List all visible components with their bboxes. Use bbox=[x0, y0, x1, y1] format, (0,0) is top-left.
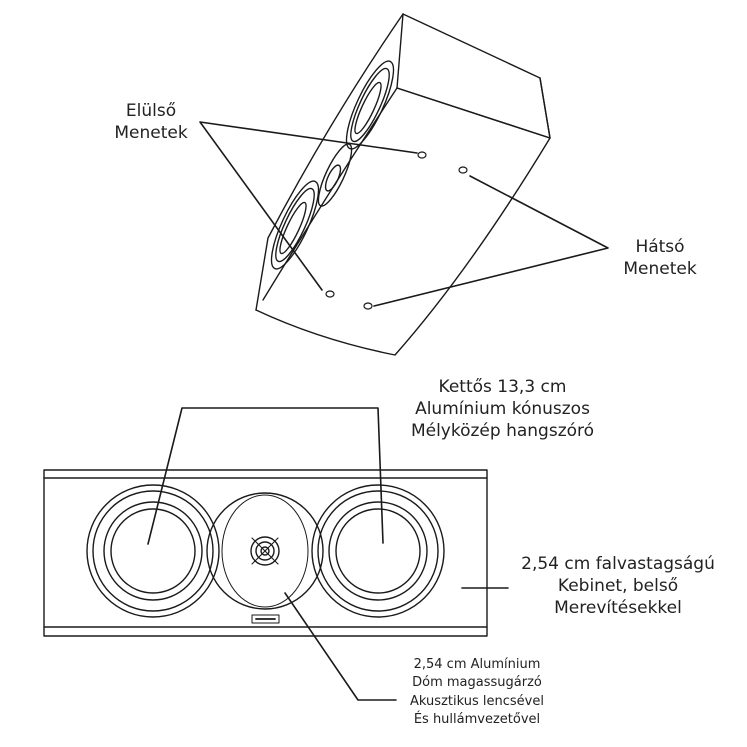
label-cabinet-line1: 2,54 cm falvastagságú bbox=[521, 554, 715, 574]
label-cabinet-line2: Kebinet, belső bbox=[557, 576, 679, 597]
cabinet-bottom-face bbox=[255, 87, 551, 356]
label-front-threads-line2: Menetek bbox=[114, 123, 188, 144]
front-thread-lower-insert bbox=[325, 290, 335, 298]
label-front-threads: Elülső Menetek bbox=[105, 100, 197, 144]
tweeter-leader bbox=[284, 592, 397, 701]
label-woofers-line3: Mélyközép hangszóró bbox=[410, 421, 595, 442]
label-front-threads-line1: Elülső bbox=[125, 101, 177, 121]
label-cabinet-line3: Merevítésekkel bbox=[554, 598, 682, 619]
label-tweeter-line3: Akusztikus lencsével bbox=[410, 693, 544, 709]
front-thread-upper-insert bbox=[417, 151, 427, 159]
label-rear-threads: Hátsó Menetek bbox=[610, 236, 710, 280]
rear-thread-lower-insert bbox=[363, 302, 373, 310]
label-woofers-line1: Kettős 13,3 cm bbox=[438, 377, 567, 397]
rear-thread-upper-insert bbox=[458, 166, 468, 174]
speaker-perspective-view bbox=[255, 13, 551, 356]
brand-badge bbox=[251, 614, 280, 624]
label-rear-threads-line1: Hátsó bbox=[635, 237, 685, 257]
tweeter-front bbox=[206, 492, 324, 610]
cabinet-front-face bbox=[255, 13, 404, 311]
front-threads-leader bbox=[199, 121, 418, 291]
speaker-front-view bbox=[43, 469, 488, 637]
callout-lines-bottom bbox=[147, 407, 509, 701]
label-tweeter-line2: Dóm magassugárzó bbox=[412, 675, 542, 691]
cabinet-front-outline bbox=[43, 469, 488, 637]
label-tweeter-line4: És hullámvezetővel bbox=[413, 712, 541, 728]
callout-lines-top bbox=[199, 121, 609, 307]
label-rear-threads-line2: Menetek bbox=[623, 259, 697, 280]
rear-threads-leader bbox=[373, 175, 609, 307]
woofer-right bbox=[311, 484, 445, 618]
woofer-upper-perspective bbox=[345, 60, 395, 150]
cabinet-top-face bbox=[396, 13, 551, 139]
woofers-leader bbox=[147, 407, 384, 545]
woofer-left bbox=[86, 484, 220, 618]
label-tweeter: 2,54 cm Alumínium Dóm magassugárzó Akusz… bbox=[392, 656, 562, 730]
woofer-lower-perspective bbox=[270, 180, 320, 270]
label-woofers-line2: Alumínium kónuszos bbox=[415, 399, 590, 420]
label-woofers: Kettős 13,3 cm Alumínium kónuszos Mélykö… bbox=[390, 376, 615, 442]
tweeter-perspective bbox=[317, 143, 353, 207]
thread-inserts bbox=[325, 151, 468, 310]
label-cabinet: 2,54 cm falvastagságú Kebinet, belső Mer… bbox=[508, 553, 728, 619]
label-tweeter-line1: 2,54 cm Alumínium bbox=[413, 657, 541, 672]
